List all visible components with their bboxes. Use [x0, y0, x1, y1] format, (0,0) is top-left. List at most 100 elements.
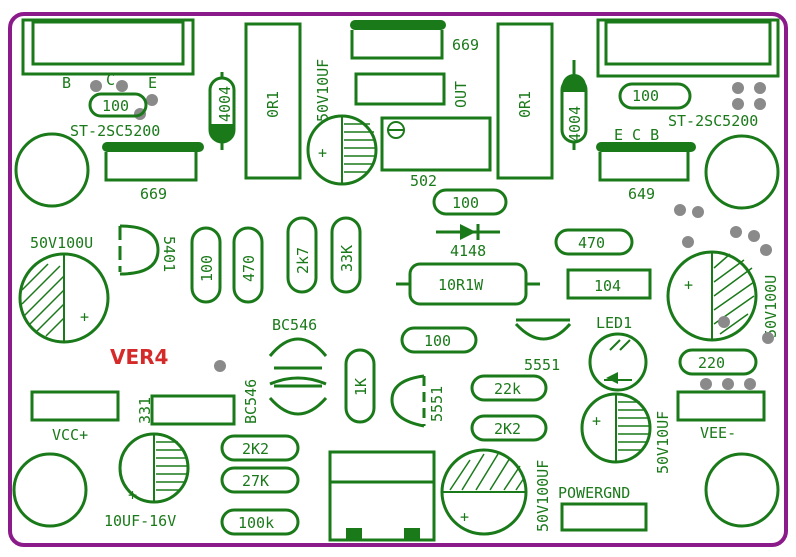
cap-mid-right-plus: +: [592, 412, 601, 430]
q-5401-label: 5401: [160, 236, 178, 272]
out-label: OUT: [452, 81, 470, 108]
resistor-2k2-left: [220, 434, 300, 462]
pin-labels-right: E C B: [614, 126, 659, 144]
resistor-331: [150, 394, 236, 426]
resistor-27k: [220, 466, 300, 494]
powergnd-terminal: [560, 502, 648, 532]
board-outline: [8, 12, 788, 547]
out-terminal: [354, 72, 446, 106]
cap-50v100u-right-label: 50V100U: [762, 275, 780, 338]
resistor-100-d: [190, 226, 222, 304]
trimmer-502: [380, 116, 492, 172]
diode-4004-left-label: 4004: [216, 86, 234, 122]
resistor-100-b: [618, 82, 692, 110]
capacitor-50v100u-left: +: [18, 252, 110, 344]
mounting-hole-top-left: [14, 132, 90, 208]
resistor-2k2-left-label: 2K2: [242, 440, 269, 458]
cap-left-plus: +: [80, 308, 89, 326]
cap-top-plus: +: [318, 144, 327, 162]
pin-label-e: E: [148, 74, 157, 92]
trimmer-502-label: 502: [410, 172, 437, 190]
bottom-connector: [328, 450, 436, 542]
transistor-right-label: ST-2SC5200: [668, 112, 758, 130]
mounting-hole-bottom-left: [12, 452, 88, 528]
capacitor-50v100uf-bottom: +: [440, 448, 528, 536]
cap-10uf-16v-label: 10UF-16V: [104, 512, 176, 530]
resistor-2k2-right-label: 2K2: [494, 420, 521, 438]
mounting-hole-bottom-right: [704, 452, 780, 528]
cap-right-plus: +: [684, 276, 693, 294]
resistor-1k-label: 1K: [352, 378, 370, 396]
label-669-left: 669: [140, 185, 167, 203]
resistor-33k: [330, 216, 362, 294]
resistor-470-a-label: 470: [240, 255, 258, 282]
resistor-100-d-label: 100: [198, 255, 216, 282]
vcc-label: VCC+: [52, 426, 88, 444]
resistor-100-b-label: 100: [632, 87, 659, 105]
diode-4004-left: 4004: [208, 72, 236, 150]
resistor-2k7-label: 2k7: [294, 247, 312, 274]
resistor-100-e-label: 100: [424, 332, 451, 350]
mounting-hole-top-right: [704, 134, 780, 210]
resistor-2k2-right: [470, 414, 548, 442]
label-669-center: 669: [452, 36, 479, 54]
resistor-33k-label: 33K: [338, 245, 356, 272]
resistor-22k-label: 22k: [494, 380, 521, 398]
capacitor-104: [566, 268, 652, 300]
pin-label-c: C: [106, 71, 115, 89]
resistor-100-a: [88, 92, 148, 118]
resistor-0r1-left-label: 0R1: [264, 91, 282, 118]
resistor-27k-label: 27K: [242, 472, 269, 490]
cap-50v100u-left-label: 50V100U: [30, 234, 93, 252]
version-label: VER4: [110, 345, 168, 369]
bc546-top-label: BC546: [272, 316, 317, 334]
resistor-220: [678, 348, 758, 376]
resistor-100k-label: 100k: [238, 514, 274, 532]
vcc-terminal: [30, 390, 120, 422]
pin-label-b: B: [62, 74, 71, 92]
led1: [588, 332, 648, 392]
resistor-1k: [344, 348, 376, 424]
label-649-right: 649: [628, 185, 655, 203]
resistor-100-c-label: 100: [452, 194, 479, 212]
capacitor-10uf-16v: +: [118, 432, 190, 504]
diode-4148: [436, 224, 500, 240]
vee-terminal: [676, 390, 766, 422]
resistor-10r1w: [396, 262, 540, 306]
cap-50v10uf-top-label: 50V10UF: [314, 59, 332, 122]
resistor-100-e: [400, 326, 478, 354]
diode-4004-right: 4004: [560, 60, 588, 150]
resistor-470-b: [554, 228, 634, 256]
resistor-220-label: 220: [698, 354, 725, 372]
resistor-100k: [220, 508, 300, 536]
transistor-left-label: ST-2SC5200: [70, 122, 160, 140]
resistor-470-b-label: 470: [578, 234, 605, 252]
resistor-331-label: 331: [136, 397, 154, 424]
cap-bottom-plus: +: [460, 508, 469, 526]
resistor-0r1-right: [496, 22, 554, 180]
resistor-100-a-label: 100: [102, 97, 129, 115]
capacitor-50v100u-right: +: [666, 250, 758, 342]
q-5551-a-label: 5551: [524, 356, 560, 374]
capacitor-50v10uf-top: +: [306, 114, 378, 186]
resistor-10r1w-label: 10R1W: [438, 276, 484, 294]
cap-50v100uf-bottom-label: 50V100UF: [534, 460, 552, 532]
powergnd-label: POWERGND: [558, 484, 630, 502]
transistor-right: [596, 18, 780, 110]
cap-50v10uf-right-label: 50V10UF: [654, 411, 672, 474]
capacitor-104-label: 104: [594, 277, 621, 295]
capacitor-50v10uf-right: +: [580, 392, 652, 464]
bc546-side-label: BC546: [242, 379, 260, 424]
q-5551-b-label: 5551: [428, 386, 446, 422]
led1-label: LED1: [596, 314, 632, 332]
resistor-470-a: [232, 226, 264, 304]
resistor-100-c: [432, 188, 508, 216]
resistor-2k7: [286, 216, 318, 294]
vee-label: VEE-: [700, 424, 736, 442]
resistor-0r1-left: [244, 22, 302, 180]
resistor-0r1-right-label: 0R1: [516, 91, 534, 118]
diode-4148-label: 4148: [450, 242, 486, 260]
diode-4004-right-label: 4004: [566, 106, 584, 142]
cap-10uf-plus: +: [128, 486, 137, 504]
